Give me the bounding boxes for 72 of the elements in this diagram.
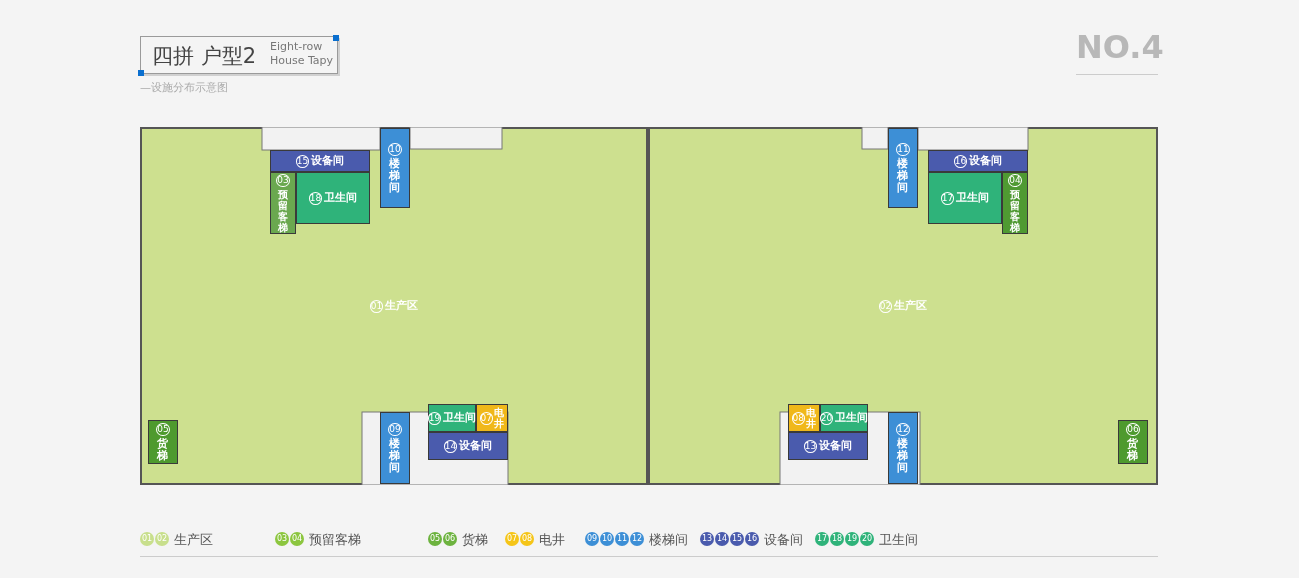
- room-name: 设备间: [969, 155, 1003, 167]
- legend-number: 14: [715, 532, 729, 546]
- room-name: 设备间: [819, 440, 853, 452]
- restroom: [820, 404, 868, 432]
- legend-number: 11: [615, 532, 629, 546]
- room-name: 卫生间: [956, 192, 990, 204]
- shaft-room: [476, 404, 508, 432]
- freight-lift-room: [148, 420, 178, 464]
- production-area: [140, 127, 648, 485]
- room-name: 电井: [493, 407, 505, 429]
- room-name: 卫生间: [324, 192, 358, 204]
- legend-number: 02: [155, 532, 169, 546]
- legend-number: 01: [140, 532, 154, 546]
- page-number: NO.4: [1076, 28, 1164, 66]
- legend-label: 预留客梯: [309, 531, 361, 549]
- title-text: 四拼 户型2: [152, 43, 257, 70]
- legend-number: 08: [520, 532, 534, 546]
- room-name: 设备间: [311, 155, 345, 167]
- production-area: [648, 127, 1158, 485]
- legend-number: 05: [428, 532, 442, 546]
- legend-number: 15: [730, 532, 744, 546]
- legend-number: 19: [845, 532, 859, 546]
- legend-number: 10: [600, 532, 614, 546]
- room-name: 预留客梯: [1009, 188, 1021, 233]
- legend-label: 卫生间: [879, 531, 918, 549]
- room-name: 电井: [805, 407, 817, 429]
- room-name: 楼梯间: [897, 437, 909, 474]
- stair-room: [888, 128, 918, 208]
- legend-number: 09: [585, 532, 599, 546]
- legend-number: 13: [700, 532, 714, 546]
- passenger-lift-room: [1002, 172, 1028, 234]
- legend-number: 07: [505, 532, 519, 546]
- legend-number: 18: [830, 532, 844, 546]
- room-name: 楼梯间: [897, 157, 909, 194]
- subtitle-text: Eight-row House Tapy: [270, 40, 335, 68]
- room-number: 04: [1008, 173, 1022, 187]
- legend-number: 20: [860, 532, 874, 546]
- legend-label: 设备间: [764, 531, 803, 549]
- room-name: 楼梯间: [389, 437, 401, 474]
- stair-room: [888, 412, 918, 484]
- legend-label: 楼梯间: [649, 531, 688, 549]
- stair-room: [380, 128, 410, 208]
- restroom: [928, 172, 1002, 224]
- legend-label: 货梯: [462, 531, 488, 549]
- passenger-lift-room: [270, 172, 296, 234]
- room-name: 楼梯间: [389, 157, 401, 194]
- equipment-room: [788, 432, 868, 460]
- legend-number: 03: [275, 532, 289, 546]
- legend-label: 生产区: [174, 531, 213, 549]
- room-name: 卫生间: [443, 412, 477, 424]
- room-name: 卫生间: [835, 412, 869, 424]
- restroom: [428, 404, 476, 432]
- equipment-room: [428, 432, 508, 460]
- equipment-room: [270, 150, 370, 172]
- freight-lift-room: [1118, 420, 1148, 464]
- legend-label: 电井: [539, 531, 565, 549]
- legend-number: 16: [745, 532, 759, 546]
- shaft-room: [788, 404, 820, 432]
- stair-room: [380, 412, 410, 484]
- room-name: 预留客梯: [277, 188, 289, 233]
- room-name: 货梯: [157, 437, 169, 462]
- caption-text: —设施分布示意图: [140, 80, 228, 95]
- room-name: 设备间: [459, 440, 493, 452]
- legend-number: 17: [815, 532, 829, 546]
- legend-number: 12: [630, 532, 644, 546]
- room-name: 生产区: [894, 300, 928, 312]
- restroom: [296, 172, 370, 224]
- room-name: 生产区: [385, 300, 419, 312]
- legend-number: 06: [443, 532, 457, 546]
- room-name: 货梯: [1127, 437, 1139, 462]
- legend-number: 04: [290, 532, 304, 546]
- equipment-room: [928, 150, 1028, 172]
